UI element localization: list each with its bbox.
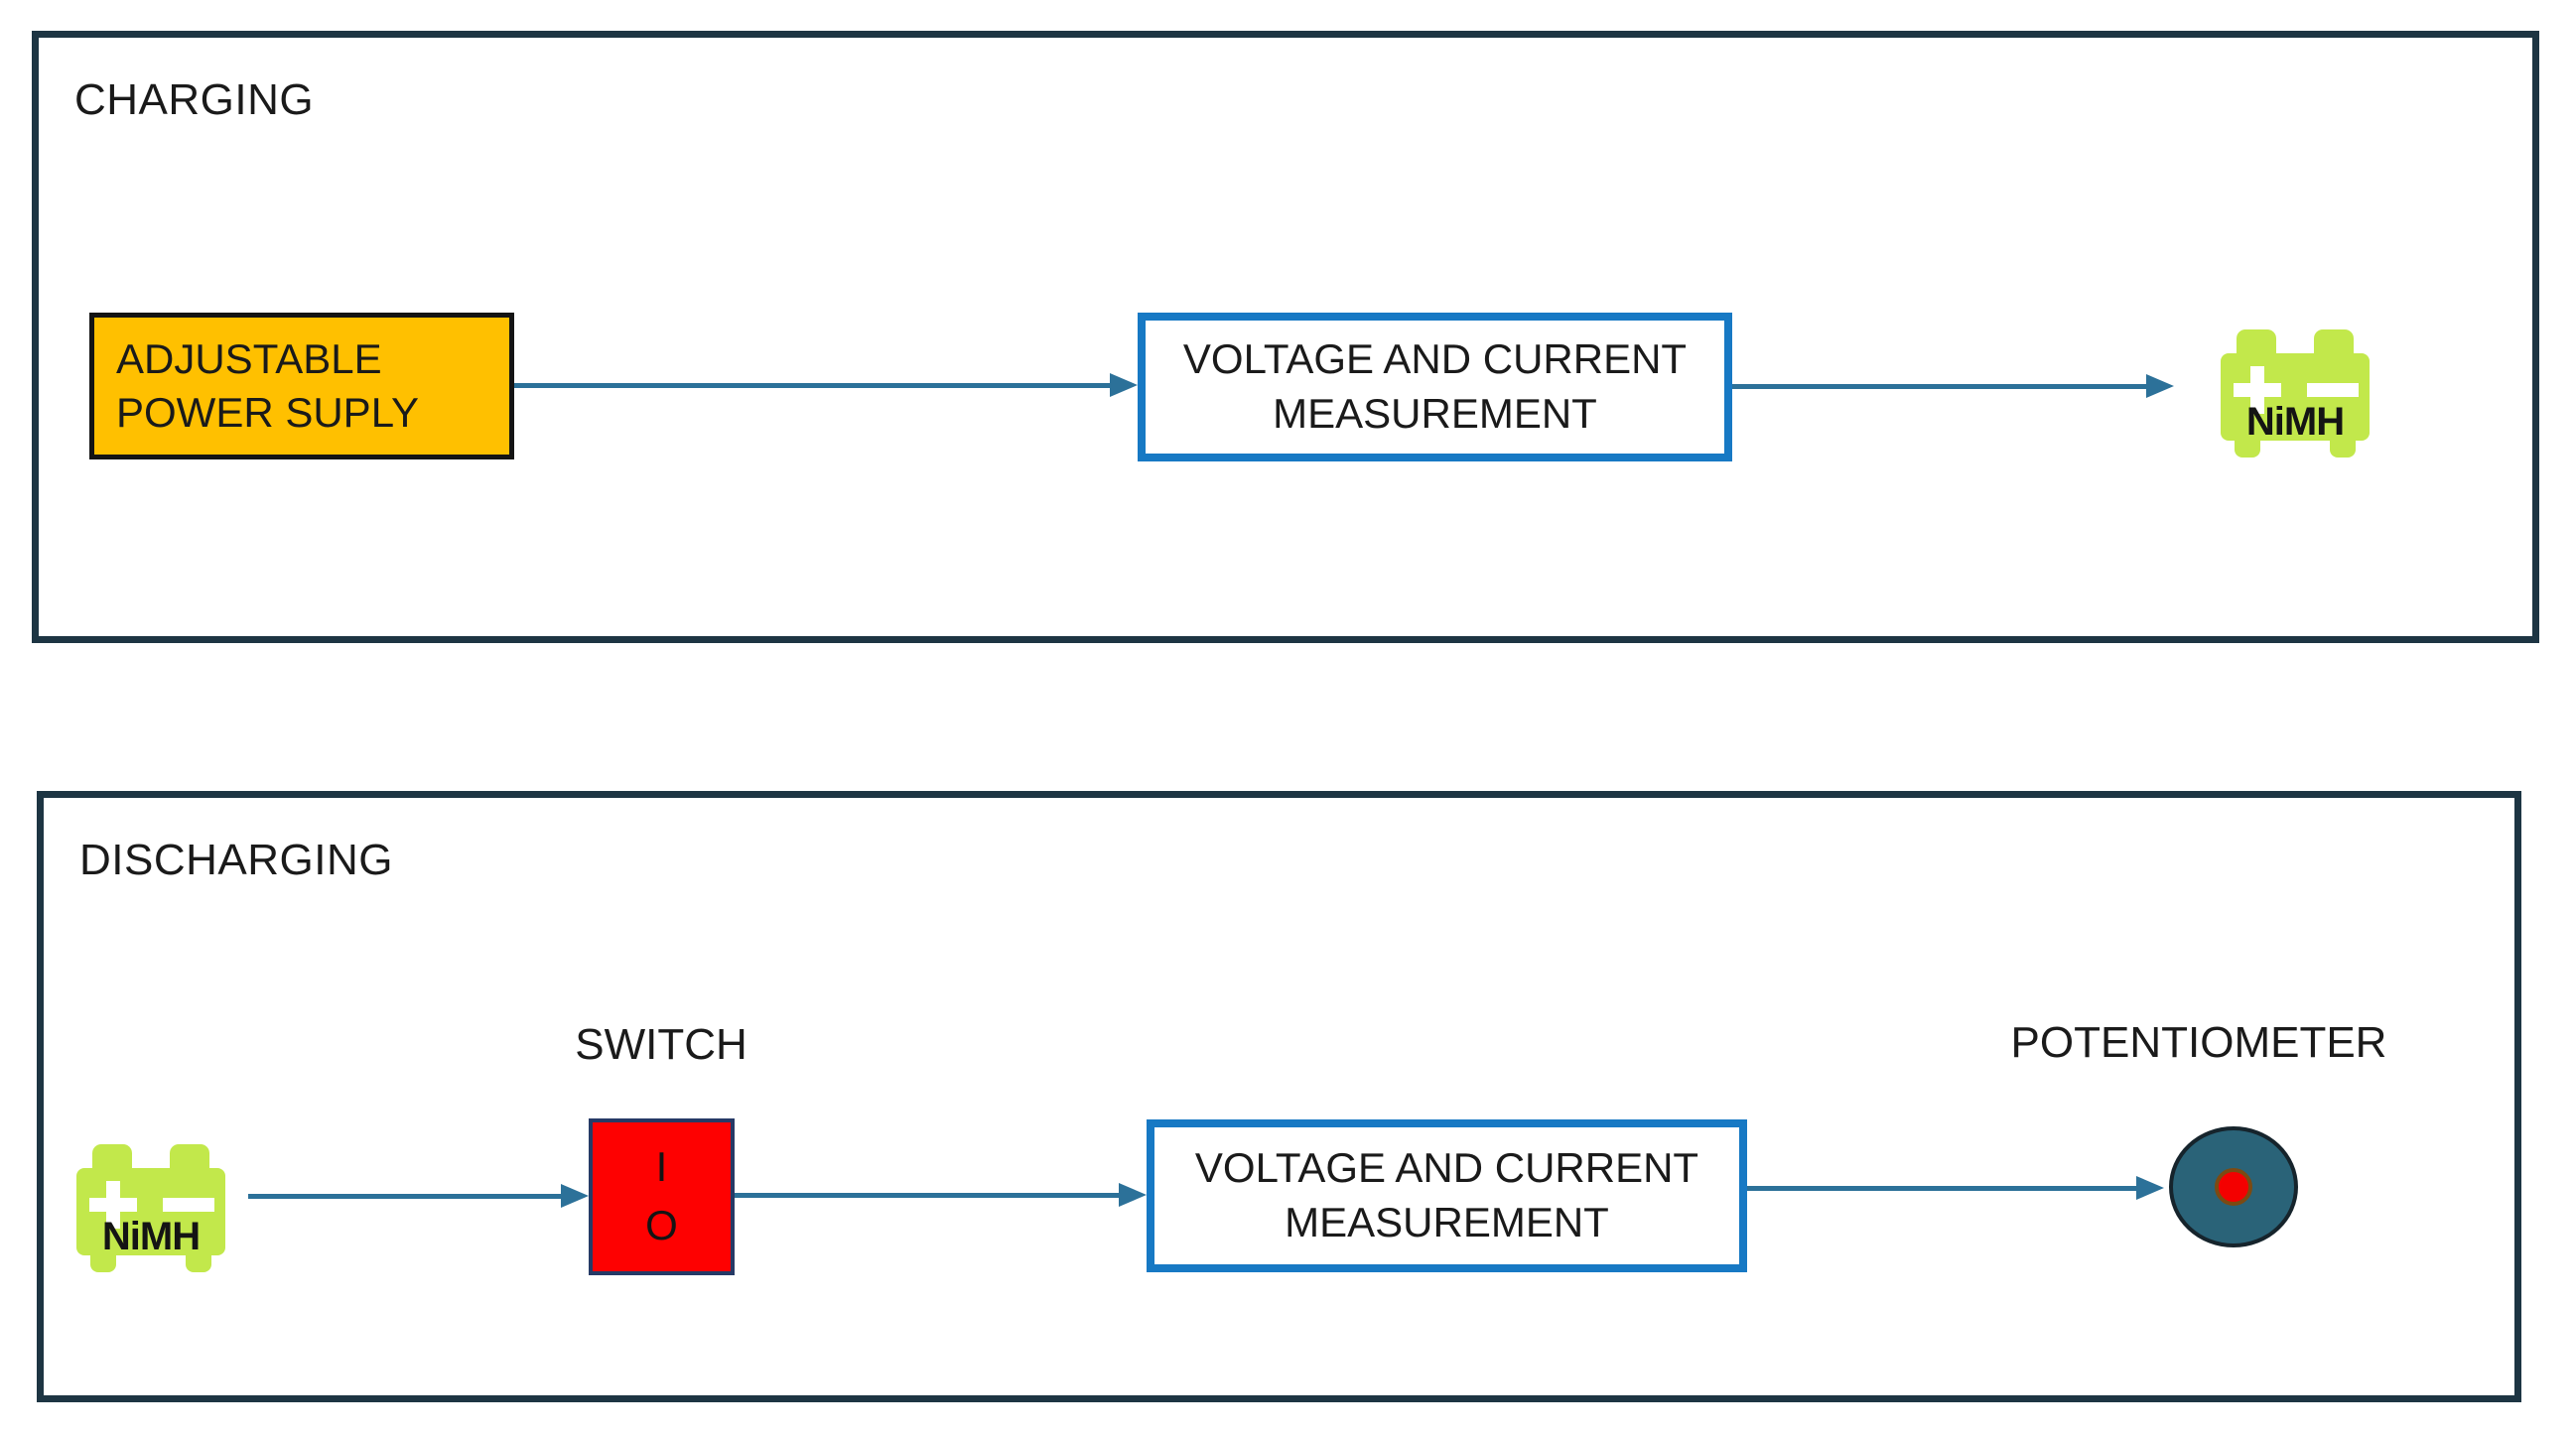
plus-terminal-icon	[2234, 366, 2281, 414]
charging-panel: CHARGING ADJUSTABLE POWER SUPLY VOLTAGE …	[32, 31, 2539, 643]
potentiometer-icon	[2169, 1126, 2298, 1247]
arrow-measurement-to-potentiometer	[1747, 1176, 2164, 1200]
power-supply-label-line2: POWER SUPLY	[116, 389, 419, 436]
measurement-label-line1: VOLTAGE AND CURRENT	[1194, 1144, 1699, 1192]
switch-off-symbol: O	[645, 1202, 678, 1248]
minus-terminal-icon	[163, 1198, 214, 1212]
battery-body-icon: NiMH	[76, 1168, 225, 1258]
arrow-battery-to-switch	[248, 1184, 589, 1208]
discharging-panel: DISCHARGING NiMH SWITCH I O VOLTAGE AND …	[37, 791, 2521, 1402]
switch-box: I O	[589, 1118, 735, 1275]
battery-body-icon: NiMH	[2221, 353, 2370, 444]
measurement-label-line2: MEASUREMENT	[1273, 390, 1597, 437]
measurement-label-line2: MEASUREMENT	[1285, 1199, 1609, 1245]
discharging-panel-title: DISCHARGING	[79, 836, 393, 884]
potentiometer-title: POTENTIOMETER	[2010, 1018, 2387, 1067]
switch-title: SWITCH	[575, 1020, 747, 1069]
measurement-label-line1: VOLTAGE AND CURRENT	[1182, 335, 1688, 383]
nimh-battery-icon: NiMH	[2221, 329, 2370, 459]
nimh-battery-icon: NiMH	[76, 1144, 225, 1274]
battery-chemistry-label: NiMH	[101, 1215, 201, 1258]
plus-terminal-icon	[89, 1181, 137, 1229]
arrow-power-supply-to-measurement	[514, 373, 1138, 397]
adjustable-power-supply-box: ADJUSTABLE POWER SUPLY	[89, 313, 514, 459]
voltage-current-measurement-box-discharging: VOLTAGE AND CURRENT MEASUREMENT	[1147, 1119, 1747, 1272]
minus-terminal-icon	[2307, 383, 2359, 397]
charging-panel-title: CHARGING	[74, 75, 315, 124]
arrow-measurement-to-battery	[1732, 374, 2174, 398]
arrow-switch-to-measurement	[735, 1183, 1147, 1207]
power-supply-label-line1: ADJUSTABLE	[116, 335, 382, 383]
potentiometer-knob-dot-icon	[2215, 1168, 2252, 1206]
voltage-current-measurement-box-charging: VOLTAGE AND CURRENT MEASUREMENT	[1138, 313, 1732, 461]
switch-on-symbol: I	[655, 1143, 668, 1191]
battery-chemistry-label: NiMH	[2245, 400, 2345, 444]
